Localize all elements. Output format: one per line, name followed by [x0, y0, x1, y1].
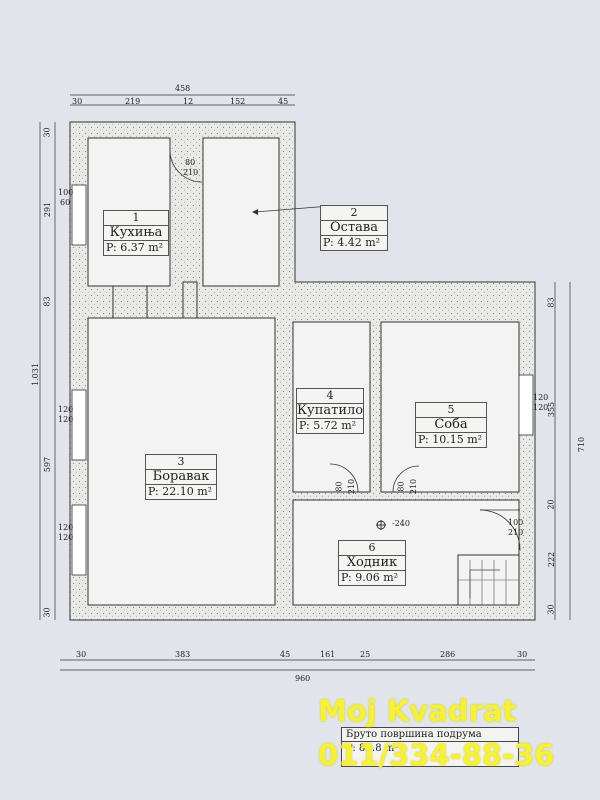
dim-left-part: 30 [42, 127, 52, 138]
room-number: 5 [416, 403, 486, 418]
window-room-w: 120 [533, 393, 549, 402]
dim-top-total: 458 [175, 84, 191, 93]
room-label-kitchen: 1 Кухиња P: 6.37 m² [103, 210, 169, 256]
room-area: P: 4.42 m² [321, 235, 387, 250]
room-name: Купатило [297, 403, 364, 418]
watermark-phone: 011/334-88-36 [318, 738, 555, 772]
room-label-bathroom: 4 Купатило P: 5.72 m² [296, 388, 364, 434]
door-room-h: 210 [409, 478, 419, 495]
room-label-storage: 2 Остава P: 4.42 m² [320, 205, 388, 251]
windows [71, 184, 534, 576]
dim-left-total: 1.031 [30, 363, 40, 386]
room-name: Остава [330, 220, 378, 235]
window-living2-w: 120 [58, 523, 74, 532]
dim-bottom-part: 45 [280, 650, 291, 659]
dim-right-part: 222 [547, 551, 557, 568]
window-kitchen-w: 100 [58, 188, 74, 197]
window-living1-w: 120 [58, 405, 74, 414]
room-label-living: 3 Боравак P: 22.10 m² [145, 454, 217, 500]
door-hall-h: 210 [508, 528, 524, 537]
window-living1-h: 120 [58, 415, 74, 424]
legend-title: Бруто површина подрума [342, 728, 518, 742]
window-room-h: 120 [533, 403, 549, 412]
dim-bottom-part: 383 [175, 650, 191, 659]
dim-top-part: 30 [72, 97, 83, 106]
dim-left-part: 291 [43, 201, 53, 218]
dim-right-part: 83 [546, 297, 556, 308]
dim-top-part: 12 [183, 97, 194, 106]
dim-right-part: 30 [546, 604, 556, 615]
dim-top-part: 219 [125, 97, 141, 106]
legend-box: Бруто површина подрума P: 8…8 m² [341, 727, 519, 767]
doors [169, 149, 521, 551]
dim-left-part: 30 [42, 607, 52, 618]
room-label-bedroom: 5 Соба P: 10.15 m² [415, 402, 487, 448]
room-number: 4 [297, 389, 363, 404]
dim-left-part: 83 [42, 296, 52, 307]
room-area: P: 6.37 m² [104, 240, 168, 255]
room-name: Боравак [152, 469, 210, 484]
window-living2-h: 120 [58, 533, 74, 542]
room-area: P: 10.15 m² [416, 432, 486, 447]
dim-top-part: 152 [230, 97, 246, 106]
room-area: P: 9.06 m² [339, 570, 405, 585]
dim-bottom-part: 30 [76, 650, 87, 659]
dim-left-part: 597 [43, 456, 53, 473]
room-area: P: 22.10 m² [146, 484, 216, 499]
door-hall-w: 100 [508, 518, 524, 527]
room-number: 2 [321, 206, 387, 221]
dim-bottom-part: 286 [440, 650, 456, 659]
room-area: P: 5.72 m² [297, 418, 363, 433]
door-bath-h: 210 [347, 478, 357, 495]
storage-arrow [254, 205, 331, 213]
room-name: Соба [434, 417, 468, 432]
dim-bottom-total: 960 [295, 674, 311, 683]
door-kitchen-h: 210 [183, 168, 199, 177]
room-name: Ходник [346, 555, 398, 570]
dim-right-part: 355 [547, 401, 557, 418]
room-number: 6 [339, 541, 405, 556]
dim-right-total: 710 [577, 436, 587, 453]
room-number: 1 [104, 211, 168, 226]
room-number: 3 [146, 455, 216, 470]
room-name: Кухиња [109, 225, 163, 240]
dim-bottom-part: 25 [360, 650, 371, 659]
dimension-lines [39, 94, 571, 671]
door-room-w: 80 [396, 481, 406, 492]
dim-top-part: 45 [278, 97, 289, 106]
door-kitchen-w: 80 [185, 158, 196, 167]
door-bath-w: 80 [334, 481, 344, 492]
dim-right-part: 20 [546, 499, 556, 510]
legend-value: P: 8…8 m² [346, 743, 399, 754]
dim-bottom-part: 161 [320, 650, 336, 659]
dim-bottom-part: 30 [517, 650, 528, 659]
window-kitchen-h: 60 [60, 198, 71, 207]
room-label-hallway: 6 Ходник P: 9.06 m² [338, 540, 406, 586]
watermark-brand: Moj Kvadrat [318, 694, 517, 728]
level-mark: -240 [392, 519, 410, 528]
